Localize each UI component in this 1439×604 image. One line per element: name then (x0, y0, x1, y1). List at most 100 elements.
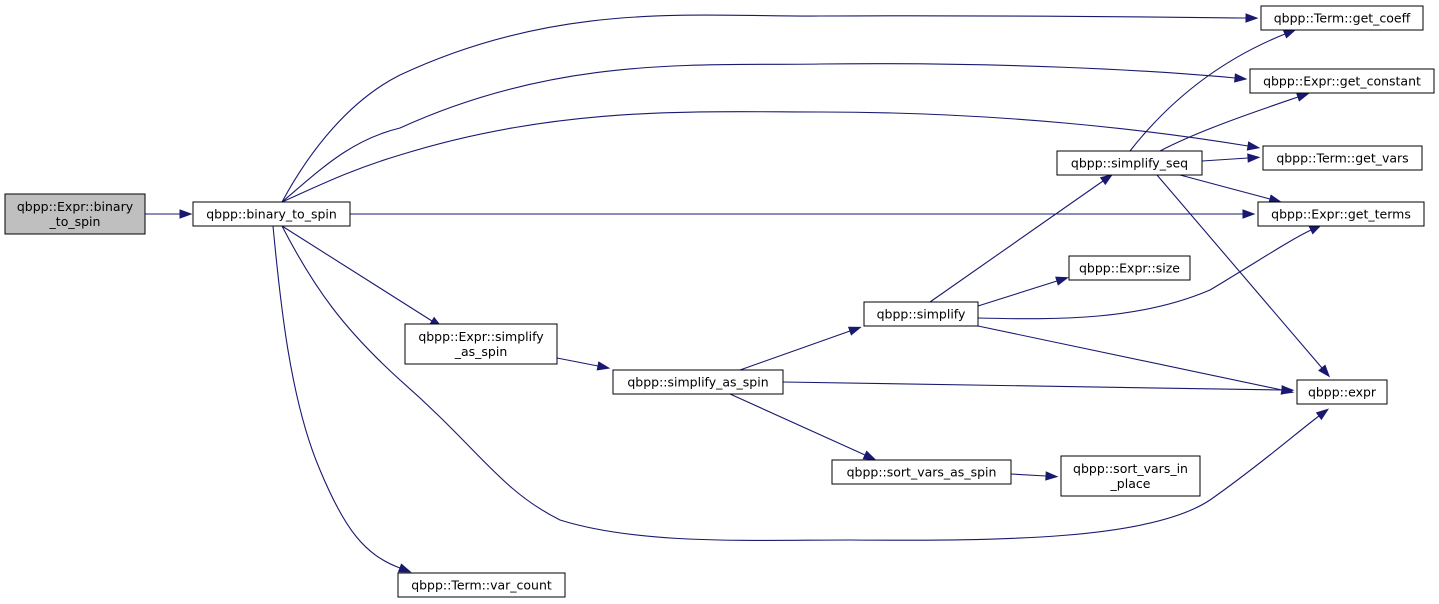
edge-b2s-to-terms (350, 209, 1256, 219)
node-label: qbpp::simplify_as_spin (627, 375, 768, 390)
node-label: qbpp::Expr::size (1079, 261, 1180, 276)
arrowhead (1245, 13, 1259, 23)
edge-b2s-to-coeff (281, 13, 1259, 203)
node-box (4, 193, 146, 235)
arrowhead (1280, 385, 1295, 395)
edge-simpseq-to-vars (1201, 153, 1261, 163)
node-label: qbpp::simplify (877, 307, 966, 322)
edge-root-to-b2s (145, 209, 193, 219)
arrowhead (1296, 92, 1310, 102)
node-constant[interactable]: qbpp::Expr::get_constant (1249, 68, 1435, 94)
node-size[interactable]: qbpp::Expr::size (1068, 255, 1191, 281)
edge-b2s-to-varcount (272, 225, 412, 573)
edge-b2s-to-vars (281, 111, 1261, 203)
node-label: qbpp::simplify_seq (1071, 156, 1188, 171)
node-box (1296, 379, 1388, 405)
edge-simpspin-to-simplify (739, 326, 862, 371)
edge-line (1156, 174, 1323, 369)
arrowhead (862, 450, 877, 461)
node-simpseq[interactable]: qbpp::simplify_seq (1056, 150, 1203, 176)
edge-line (729, 393, 866, 456)
arrowhead (397, 563, 412, 573)
node-label: _as_spin (454, 344, 508, 359)
arrowhead (1055, 276, 1069, 286)
node-coeff[interactable]: qbpp::Term::get_coeff (1260, 5, 1424, 31)
node-label: qbpp::Term::get_coeff (1274, 11, 1411, 26)
node-box (397, 572, 566, 598)
edge-simpspin-to-sortspin (729, 393, 877, 461)
nodes: qbpp::Expr::binary_to_spin qbpp::binary_t… (4, 5, 1435, 598)
arrowhead (1246, 141, 1261, 151)
node-label: qbpp::Expr::get_constant (1263, 74, 1421, 89)
edges (145, 13, 1331, 573)
node-simplify[interactable]: qbpp::simplify (863, 301, 979, 327)
node-b2s[interactable]: qbpp::binary_to_spin (192, 201, 351, 227)
node-label: qbpp::Expr::get_terms (1271, 207, 1411, 222)
edge-b2s-to-exprsimp (281, 225, 443, 328)
edge-simpseq-to-expr (1156, 174, 1331, 378)
arrowhead (1045, 471, 1059, 481)
node-exprsimp[interactable]: qbpp::Expr::simplify_as_spin (404, 323, 558, 365)
edge-line (739, 330, 851, 371)
arrowhead (1099, 173, 1114, 186)
edge-b2s-to-expr (281, 225, 1329, 541)
node-label: _place (1110, 476, 1151, 491)
arrowhead (1282, 29, 1297, 39)
edge-line (281, 111, 1249, 203)
node-box (1260, 5, 1424, 31)
node-label: qbpp::Expr::binary (17, 199, 134, 214)
edge-line (977, 229, 1312, 320)
node-box (612, 369, 784, 395)
arrowhead (179, 209, 193, 219)
node-box (1068, 255, 1191, 281)
edge-line (272, 225, 401, 569)
edge-line (1010, 473, 1047, 477)
edge-simplify-to-size (977, 276, 1069, 307)
node-box (1056, 150, 1203, 176)
edge-line (281, 225, 433, 322)
edge-line (977, 325, 1283, 391)
node-label: qbpp::Term::var_count (411, 578, 552, 593)
node-box (192, 201, 351, 227)
edge-line (977, 280, 1058, 307)
edge-simpspin-to-expr (782, 381, 1295, 395)
node-sortplace[interactable]: qbpp::sort_vars_in_place (1060, 455, 1201, 497)
arrowhead (596, 361, 611, 371)
edge-b2s-to-constant (281, 63, 1248, 203)
arrowhead (1318, 364, 1331, 378)
edge-simpseq-to-constant (1159, 92, 1310, 152)
edge-line (1179, 174, 1271, 200)
arrowhead (1315, 408, 1329, 421)
node-root[interactable]: qbpp::Expr::binary_to_spin (4, 193, 146, 235)
node-box (1249, 68, 1435, 94)
node-label: qbpp::binary_to_spin (206, 207, 337, 222)
node-label: qbpp::Term::get_vars (1276, 151, 1408, 166)
node-label: qbpp::expr (1308, 385, 1377, 400)
node-terms[interactable]: qbpp::Expr::get_terms (1257, 201, 1425, 227)
edge-line (281, 225, 1320, 541)
node-box (863, 301, 979, 327)
node-box (404, 323, 558, 365)
arrowhead (1234, 73, 1248, 83)
edge-simplify-to-simpseq (929, 173, 1114, 303)
node-label: qbpp::sort_vars_as_spin (847, 465, 997, 480)
node-simpspin[interactable]: qbpp::simplify_as_spin (612, 369, 784, 395)
edge-line (782, 381, 1283, 391)
node-varcount[interactable]: qbpp::Term::var_count (397, 572, 566, 598)
edge-simplify-to-terms (977, 224, 1323, 320)
edge-line (556, 357, 599, 367)
edge-line (281, 63, 1236, 203)
edge-line (1129, 33, 1286, 152)
edge-simplify-to-expr (977, 325, 1295, 395)
node-sortspin[interactable]: qbpp::sort_vars_as_spin (831, 459, 1012, 485)
edge-line (281, 14, 1247, 203)
edge-exprsimp-to-simpspin (556, 357, 611, 371)
node-label: qbpp::sort_vars_in (1073, 461, 1188, 476)
arrowhead (847, 326, 862, 336)
arrowhead (1247, 153, 1261, 163)
node-vars[interactable]: qbpp::Term::get_vars (1262, 145, 1423, 171)
node-expr[interactable]: qbpp::expr (1296, 379, 1388, 405)
arrowhead (1242, 209, 1256, 219)
node-label: qbpp::Expr::simplify (418, 329, 544, 344)
